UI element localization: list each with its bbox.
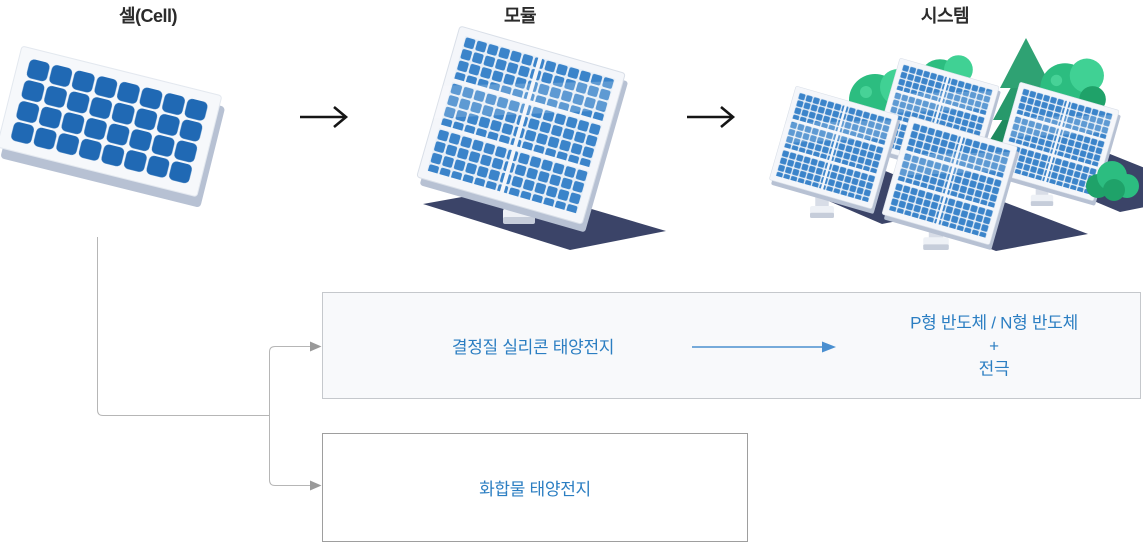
bush-icon [1086, 161, 1139, 201]
semiconductor-result-text: P형 반도체 / N형 반도체 + 전극 [833, 311, 1143, 380]
stage-label-cell: 셀(Cell) [118, 6, 178, 26]
compound-label: 화합물 태양전지 [479, 480, 591, 499]
compound-solar-cell-box: 화합물 태양전지 [322, 433, 748, 542]
solar-cell-panel-illustration [0, 46, 225, 208]
connector-arrowhead-icon [310, 480, 322, 491]
arrow-right-icon [687, 106, 736, 128]
crystalline-label: 결정질 실리콘 태양전지 [451, 338, 615, 357]
solar-farm-with-trees-illustration [767, 38, 1143, 251]
stage-label-system: 시스템 [920, 6, 970, 26]
crystalline-solar-cell-box: 결정질 실리콘 태양전지 P형 반도체 / N형 반도체 + 전극 [322, 292, 1141, 399]
result-line-3: 전극 [978, 359, 1010, 378]
result-line-2: + [989, 336, 999, 355]
solar-module-on-stand-illustration [414, 25, 666, 250]
connector-arrowhead-icon [310, 341, 322, 352]
arrow-right-icon [300, 106, 349, 128]
blue-arrow-right-icon [692, 341, 836, 353]
stage-label-module: 모듈 [503, 6, 537, 26]
result-line-1: P형 반도체 / N형 반도체 [910, 313, 1078, 332]
